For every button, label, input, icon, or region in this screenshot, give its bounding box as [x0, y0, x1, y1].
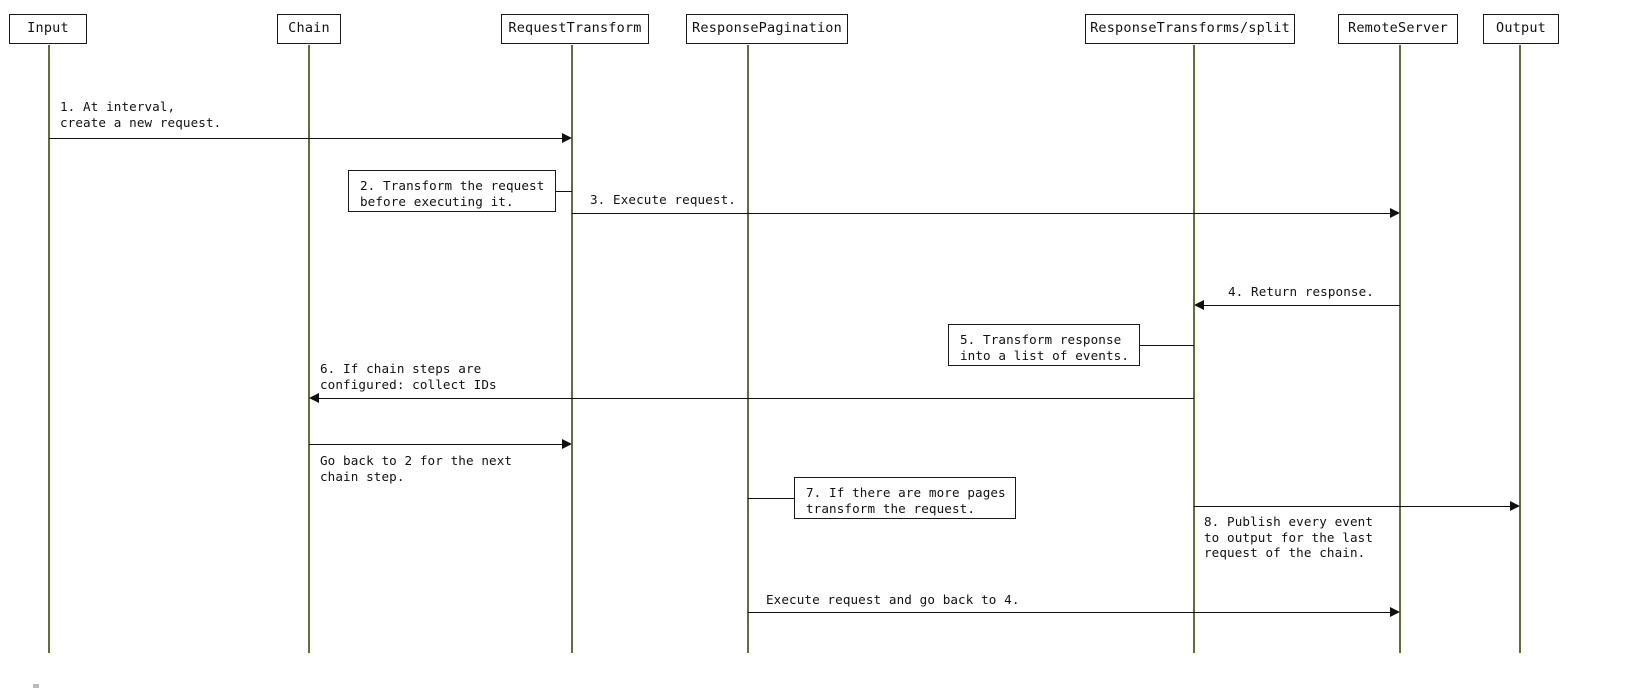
- participant-label: Output: [1496, 20, 1546, 37]
- message-line-6: [318, 398, 1194, 399]
- participant-label: Input: [27, 20, 69, 37]
- message-label-1: 1. At interval, create a new request.: [60, 99, 222, 130]
- message-label-execute-again: Execute request and go back to 4.: [766, 592, 1020, 607]
- note-stub-2: [556, 191, 572, 192]
- participant-box-request-transform[interactable]: RequestTransform: [501, 14, 649, 44]
- message-line-execute-again: [748, 612, 1391, 613]
- participant-box-response-pagination[interactable]: ResponsePagination: [686, 14, 848, 44]
- participant-box-input[interactable]: Input: [9, 14, 87, 44]
- lifeline-request-transform: [571, 45, 573, 653]
- lifeline-response-pagination: [747, 45, 749, 653]
- message-label-go-back: Go back to 2 for the next chain step.: [320, 453, 513, 484]
- lifeline-chain: [308, 45, 310, 653]
- arrow-head-left-6: [309, 393, 319, 403]
- message-line-4: [1203, 305, 1400, 306]
- message-label-3: 3. Execute request.: [590, 192, 736, 207]
- participant-box-chain[interactable]: Chain: [277, 14, 341, 44]
- message-line-8: [1194, 506, 1511, 507]
- lifeline-output: [1519, 45, 1521, 653]
- arrow-head-right-1: [562, 133, 572, 143]
- participant-box-remote-server[interactable]: RemoteServer: [1338, 14, 1458, 44]
- render-artifact: [33, 684, 39, 688]
- lifeline-remote-server: [1399, 45, 1401, 653]
- lifeline-response-transforms-split: [1193, 45, 1195, 653]
- arrow-head-right-3: [1390, 208, 1400, 218]
- participant-label: RequestTransform: [508, 20, 642, 37]
- message-label-6: 6. If chain steps are configured: collec…: [320, 361, 497, 392]
- arrow-head-left-4: [1194, 300, 1204, 310]
- participant-label: Chain: [288, 20, 330, 37]
- note-box-7: 7. If there are more pages transform the…: [794, 477, 1016, 519]
- arrow-head-right-8: [1510, 501, 1520, 511]
- arrow-head-right-execute-again: [1390, 607, 1400, 617]
- message-line-go-back: [309, 444, 563, 445]
- participant-label: RemoteServer: [1348, 20, 1448, 37]
- lifeline-input: [48, 45, 50, 653]
- message-line-3: [572, 213, 1391, 214]
- note-stub-7: [748, 498, 794, 499]
- message-label-4: 4. Return response.: [1228, 284, 1374, 299]
- arrow-head-right-go-back: [562, 439, 572, 449]
- note-stub-5: [1140, 345, 1194, 346]
- note-box-2: 2. Transform the request before executin…: [348, 170, 556, 212]
- message-line-1: [49, 138, 563, 139]
- message-label-8: 8. Publish every event to output for the…: [1204, 514, 1374, 561]
- participant-box-response-transforms-split[interactable]: ResponseTransforms/split: [1085, 14, 1295, 44]
- participant-label: ResponseTransforms/split: [1090, 20, 1290, 37]
- note-box-5: 5. Transform response into a list of eve…: [948, 324, 1140, 366]
- participant-label: ResponsePagination: [692, 20, 842, 37]
- participant-box-output[interactable]: Output: [1483, 14, 1559, 44]
